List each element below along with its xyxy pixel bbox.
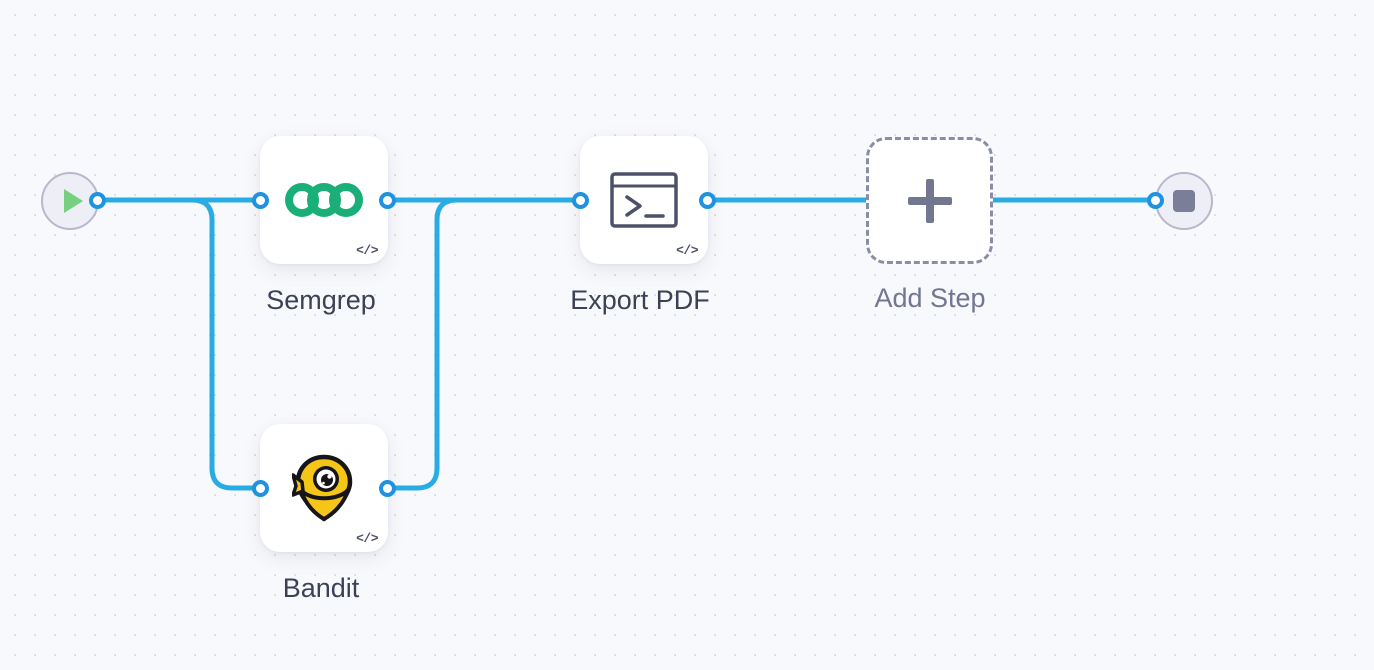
code-badge: </> <box>356 531 378 546</box>
terminal-icon <box>580 136 708 264</box>
node-label-bandit: Bandit <box>282 573 360 603</box>
bandit-logo-icon <box>260 424 388 552</box>
play-icon <box>63 189 83 213</box>
bandit-input-handle[interactable] <box>252 480 269 497</box>
edge-bandit-to-export-pdf <box>388 197 579 491</box>
plus-icon <box>907 178 952 223</box>
bandit-output-handle[interactable] <box>379 480 396 497</box>
export-pdf-input-handle[interactable] <box>572 192 589 209</box>
edge-start-to-bandit <box>101 197 260 491</box>
semgrep-input-handle[interactable] <box>252 192 269 209</box>
node-label-export-pdf: Export PDF <box>570 285 710 315</box>
semgrep-logo-icon <box>260 136 388 264</box>
code-badge: </> <box>356 243 378 258</box>
add-step-node[interactable] <box>866 137 993 264</box>
start-node-output-handle[interactable] <box>89 192 106 209</box>
node-label-semgrep: Semgrep <box>266 285 376 315</box>
node-semgrep[interactable]: </> <box>260 136 388 264</box>
add-step-label: Add Step <box>874 283 986 313</box>
end-node-input-handle[interactable] <box>1147 192 1164 209</box>
node-bandit[interactable]: </> <box>260 424 388 552</box>
semgrep-output-handle[interactable] <box>379 192 396 209</box>
node-export-pdf[interactable]: </> <box>580 136 708 264</box>
code-badge: </> <box>676 243 698 258</box>
export-pdf-output-handle[interactable] <box>699 192 716 209</box>
stop-icon <box>1173 190 1195 212</box>
